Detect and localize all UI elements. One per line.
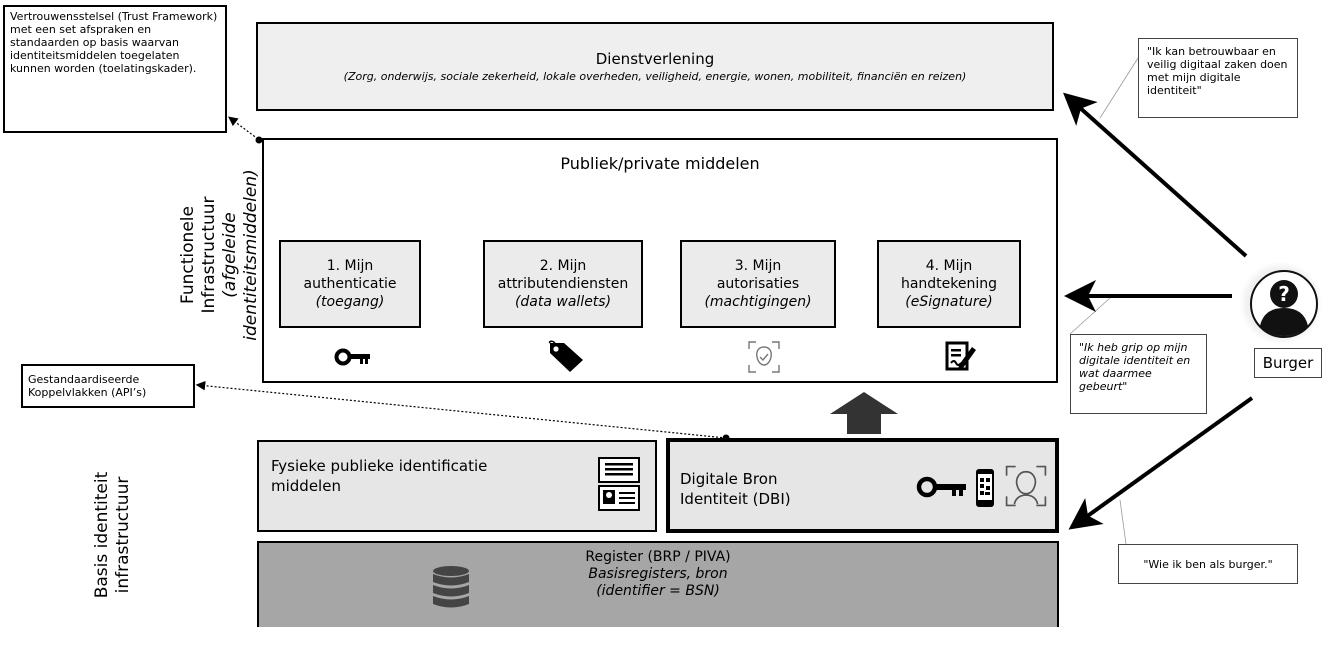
face-scan-icon — [748, 341, 780, 373]
person-question-icon: ? — [1250, 270, 1318, 338]
dienstverlening-title: Dienstverlening — [595, 49, 715, 68]
trust-framework-text: Vertrouwensstelsel (Trust Framework) met… — [10, 10, 218, 75]
card-line2: authenticatie — [303, 276, 397, 292]
svg-text:?: ? — [1278, 282, 1290, 306]
api-callout-text: Gestandaardiseerde Koppelvlakken (API’s) — [28, 373, 147, 399]
up-arrow-icon — [830, 392, 898, 434]
quote-text-2: "Ik heb grip op mijn digitale identiteit… — [1079, 341, 1191, 393]
trust-connector — [228, 116, 259, 140]
signature-icon — [945, 341, 976, 371]
key-icon — [916, 476, 966, 498]
quote-text-1: "Ik kan betrouwbaar en veilig digitaal z… — [1147, 45, 1288, 97]
id-card-icon — [598, 457, 640, 511]
card-line1: 3. Mijn — [734, 258, 782, 274]
dbi-box: Digitale Bron Identiteit (DBI) — [666, 438, 1059, 533]
card-autorisaties: 3. Mijn autorisaties (machtigingen) — [680, 240, 836, 328]
card-sub: (eSignature) — [905, 294, 993, 310]
api-callout: Gestandaardiseerde Koppelvlakken (API’s) — [21, 364, 195, 408]
fysieke-box: Fysieke publieke identificatie middelen — [257, 440, 657, 532]
trust-framework-callout: Vertrouwensstelsel (Trust Framework) met… — [3, 5, 227, 133]
publiek-private-title: Publiek/private middelen — [560, 154, 760, 173]
card-sub: (data wallets) — [514, 294, 612, 310]
key-icon — [334, 348, 370, 366]
quote1-connector — [1099, 57, 1139, 119]
register-box: Register (BRP / PIVA) Basisregisters, br… — [257, 541, 1059, 627]
database-icon — [433, 566, 469, 608]
card-authenticatie: 1. Mijn authenticatie (toegang) — [279, 240, 421, 328]
api-connector — [195, 380, 727, 439]
card-line2: attributendiensten — [497, 276, 629, 292]
arrow-to-dienstverlening — [1063, 92, 1248, 258]
quote-box-3: "Wie ik ben als burger." — [1118, 544, 1298, 584]
tag-icon — [548, 340, 583, 372]
card-sub: (toegang) — [315, 294, 385, 310]
register-line1: Register (BRP / PIVA) — [585, 549, 731, 565]
arrow-to-dbi — [1068, 396, 1254, 530]
card-line1: 2. Mijn — [539, 258, 587, 274]
register-line3: (identifier = BSN) — [596, 583, 720, 599]
card-attributendiensten: 2. Mijn attributendiensten (data wallets… — [483, 240, 643, 328]
burger-label: Burger — [1262, 354, 1314, 372]
card-line2: autorisaties — [716, 276, 800, 292]
card-handtekening: 4. Mijn handtekening (eSignature) — [877, 240, 1021, 328]
quote-box-1: "Ik kan betrouwbaar en veilig digitaal z… — [1138, 38, 1298, 118]
quote-box-2: "Ik heb grip op mijn digitale identiteit… — [1070, 334, 1207, 414]
fysieke-text: Fysieke publieke identificatie middelen — [271, 457, 488, 495]
card-line2: handtekening — [900, 276, 998, 292]
dbi-text: Digitale Bron Identiteit (DBI) — [680, 470, 791, 508]
quote3-connector — [1119, 499, 1127, 545]
connectors-overlay — [195, 57, 1254, 545]
face-scan-icon — [1005, 465, 1047, 507]
publiek-private-box: Publiek/private middelen 1. Mijn authent… — [262, 138, 1058, 383]
card-line1: 1. Mijn — [326, 258, 374, 274]
card-line1: 4. Mijn — [925, 258, 973, 274]
dienstverlening-box: Dienstverlening (Zorg, onderwijs, social… — [256, 22, 1054, 111]
register-line2: Basisregisters, bron — [588, 566, 728, 582]
quote-text-3: "Wie ik ben als burger." — [1143, 557, 1273, 571]
quote2-connector — [1069, 297, 1111, 335]
trust-connector-dot — [255, 136, 263, 144]
register-text: Register (BRP / PIVA) Basisregisters, br… — [259, 549, 1057, 600]
burger-label-box: Burger — [1254, 348, 1322, 378]
api-connector-dot — [722, 434, 730, 442]
phone-icon — [976, 469, 994, 507]
card-sub: (machtigingen) — [704, 294, 812, 310]
dienstverlening-subtitle: (Zorg, onderwijs, sociale zekerheid, lok… — [343, 69, 967, 83]
